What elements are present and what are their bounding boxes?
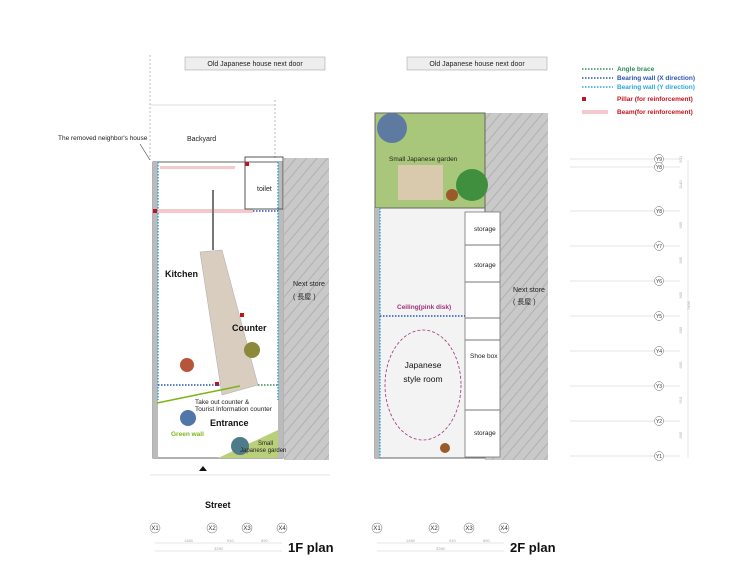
green-wall-label: Green wall <box>171 431 204 438</box>
y-axis-marker <box>654 162 664 172</box>
green-wall-line <box>156 385 241 404</box>
kitchen-label: Kitchen <box>165 269 198 279</box>
y-axis-marker <box>654 416 664 426</box>
x-axes-2f: X1 X2 X3 X4 1480 910 890 3280 <box>371 522 510 552</box>
y-dim-label: 910 <box>678 396 683 403</box>
street-label: Street <box>205 500 231 510</box>
garden-label-1f-1: Small <box>258 441 273 447</box>
y-axis-marker <box>654 451 664 461</box>
y-dim-label: 905 <box>678 256 683 263</box>
y-dim-label: 905 <box>678 291 683 298</box>
pillar-icon <box>582 97 586 101</box>
svg-text:X4: X4 <box>500 526 508 532</box>
garden-label-1f-2: Japanese garden <box>240 448 286 454</box>
y-axis-marker <box>654 276 664 286</box>
takeout-label-2: Tourist Information counter <box>195 406 273 413</box>
takeout-label-1: Take out counter & <box>195 399 250 406</box>
plan-2f: Old Japanese house next door Small Japan… <box>374 56 556 555</box>
person-icon <box>180 358 194 372</box>
legend-pillar: Pillar (for reinforcement) <box>617 96 693 103</box>
storage-label-2: storage <box>474 262 496 269</box>
svg-text:910: 910 <box>449 538 456 543</box>
y-axis-label: Y6 <box>656 279 662 285</box>
legend: Angle brace Bearing wall (X direction) B… <box>582 66 695 116</box>
svg-text:3280: 3280 <box>436 546 446 551</box>
storage-label-3: storage <box>474 430 496 437</box>
svg-text:X4: X4 <box>278 526 286 532</box>
y-dim-label: 905 <box>678 326 683 333</box>
legend-bearing-x: Bearing wall (X direction) <box>617 75 695 82</box>
y-axis-label: Y3 <box>656 384 662 390</box>
neighbor-house-2f: Old Japanese house next door <box>429 61 525 68</box>
legend-beam: Beam(for reinforcement) <box>617 109 693 116</box>
svg-text:1480: 1480 <box>406 538 416 543</box>
ceiling-label: Ceiling(pink disk) <box>397 304 451 311</box>
removed-house-label: The removed neighbor's house <box>58 135 148 142</box>
entrance-label: Entrance <box>210 418 249 428</box>
room-label-1: Japanese <box>405 360 442 370</box>
ceiling-disk <box>384 329 462 441</box>
y-dim-label: 905 <box>678 221 683 228</box>
plan-1f-title: 1F plan <box>288 540 334 555</box>
next-store-1f: Next store <box>293 281 325 288</box>
svg-text:890: 890 <box>261 538 268 543</box>
next-store-2f: Next store <box>513 287 545 294</box>
legend-angle-brace: Angle brace <box>617 66 655 73</box>
next-store-jp-1f: ( 長屋 ) <box>293 293 316 301</box>
backyard-label: Backyard <box>187 136 216 143</box>
shoe-box-label: Shoe box <box>470 353 498 360</box>
svg-text:X2: X2 <box>208 526 216 532</box>
y-axis-marker <box>654 346 664 356</box>
y-axis-marker <box>654 206 664 216</box>
svg-text:910: 910 <box>227 538 234 543</box>
y-axis-label: Y8 <box>656 165 662 171</box>
svg-text:3280: 3280 <box>214 546 224 551</box>
people-icon <box>180 410 196 426</box>
garden-label-2f: Small Japanese garden <box>389 156 458 163</box>
y-axis-label: Y4 <box>656 349 662 355</box>
y-axis-marker <box>654 241 664 251</box>
neighbor-house-1f: Old Japanese house next door <box>207 61 303 68</box>
svg-text:1480: 1480 <box>184 538 194 543</box>
plan-2f-title: 2F plan <box>510 540 556 555</box>
y-axis-label: Y7 <box>656 244 662 250</box>
storage-label-1: storage <box>474 226 496 233</box>
svg-text:X1: X1 <box>151 526 159 532</box>
svg-text:X3: X3 <box>465 526 473 532</box>
y-axis-label: Y8 <box>656 209 662 215</box>
y-axis-label: Y9 <box>656 157 662 163</box>
entry-arrow-icon <box>199 466 207 471</box>
beam-icon <box>582 110 608 114</box>
y-axis-marker <box>654 311 664 321</box>
y-axis-label: Y1 <box>656 454 662 460</box>
svg-text:890: 890 <box>483 538 490 543</box>
counter-shape <box>199 249 259 396</box>
room-label-2: style room <box>403 374 442 384</box>
y-dim-label: 905 <box>678 361 683 368</box>
svg-text:X3: X3 <box>243 526 251 532</box>
y-dim-label: 1140 <box>678 180 683 189</box>
svg-text:X2: X2 <box>430 526 438 532</box>
x-axes-1f: X1 X2 X3 X4 1480 910 890 3280 <box>149 522 288 552</box>
y-axis-label: Y5 <box>656 314 662 320</box>
legend-bearing-y: Bearing wall (Y direction) <box>617 84 695 91</box>
plant-icon <box>244 342 260 358</box>
toilet-label: toilet <box>257 186 272 193</box>
svg-text:X1: X1 <box>373 526 381 532</box>
counter-label: Counter <box>232 323 267 333</box>
next-store-jp-2f: ( 長屋 ) <box>513 298 536 306</box>
y-dim-label: 200 <box>678 156 683 163</box>
y-axis-marker <box>654 381 664 391</box>
y-dim-label: 905 <box>678 431 683 438</box>
y-total-dim: 7490 <box>686 300 691 310</box>
y-axis-label: Y2 <box>656 419 662 425</box>
plan-1f: Old Japanese house next door The removed… <box>58 55 334 555</box>
